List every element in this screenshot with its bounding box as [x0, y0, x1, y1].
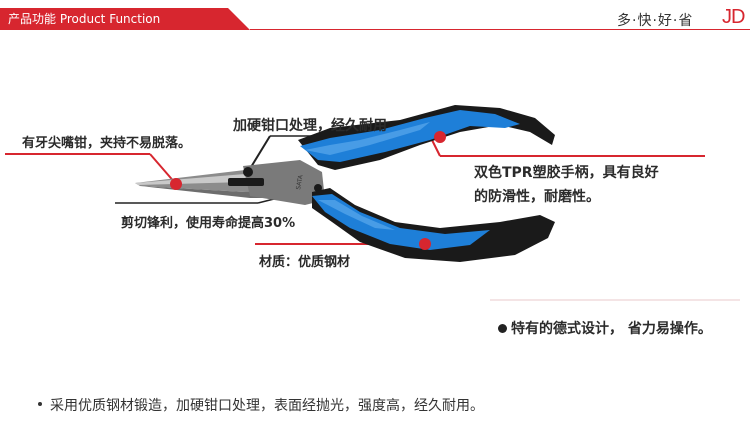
callout-cutting: 剪切锋利，使用寿命提高30% [121, 216, 296, 231]
callout-jaw-grip: 有牙尖嘴钳，夹持不易脱落。 [22, 136, 192, 151]
svg-text:SATA: SATA [295, 174, 305, 191]
bullet-icon [498, 323, 507, 333]
header-title: 产品功能 Product Function [8, 12, 161, 26]
header-bar: 产品功能 Product Function 多·快·好·省 JD [0, 0, 750, 38]
footer-description: 采用优质钢材锻造，加硬钳口处理，表面经抛光，强度高，经久耐用。 [38, 395, 484, 415]
header-tab [0, 8, 250, 30]
brand-logo: JD [722, 6, 745, 28]
header-slogan: 多·快·好·省 [617, 13, 694, 29]
lower-handle [312, 188, 555, 262]
bullet-icon [38, 402, 42, 406]
pliers-jaws: SATA [135, 160, 325, 205]
callout-handle-line1: 双色TPR塑胶手柄，具有良好 [474, 165, 659, 181]
callout-material: 材质：优质钢材 [259, 255, 351, 270]
callout-lines [5, 135, 740, 301]
header-divider [250, 29, 750, 30]
feature-text: 特有的德式设计， 省力易操作。 [511, 321, 712, 337]
footer-text: 采用优质钢材锻造，加硬钳口处理，表面经抛光，强度高，经久耐用。 [50, 398, 484, 414]
feature-statement: 特有的德式设计， 省力易操作。 [498, 318, 712, 338]
upper-handle [298, 105, 555, 170]
callout-handle-line2: 的防滑性，耐磨性。 [474, 189, 600, 205]
callout-hardened-jaw: 加硬钳口处理，经久耐用 [233, 118, 387, 134]
